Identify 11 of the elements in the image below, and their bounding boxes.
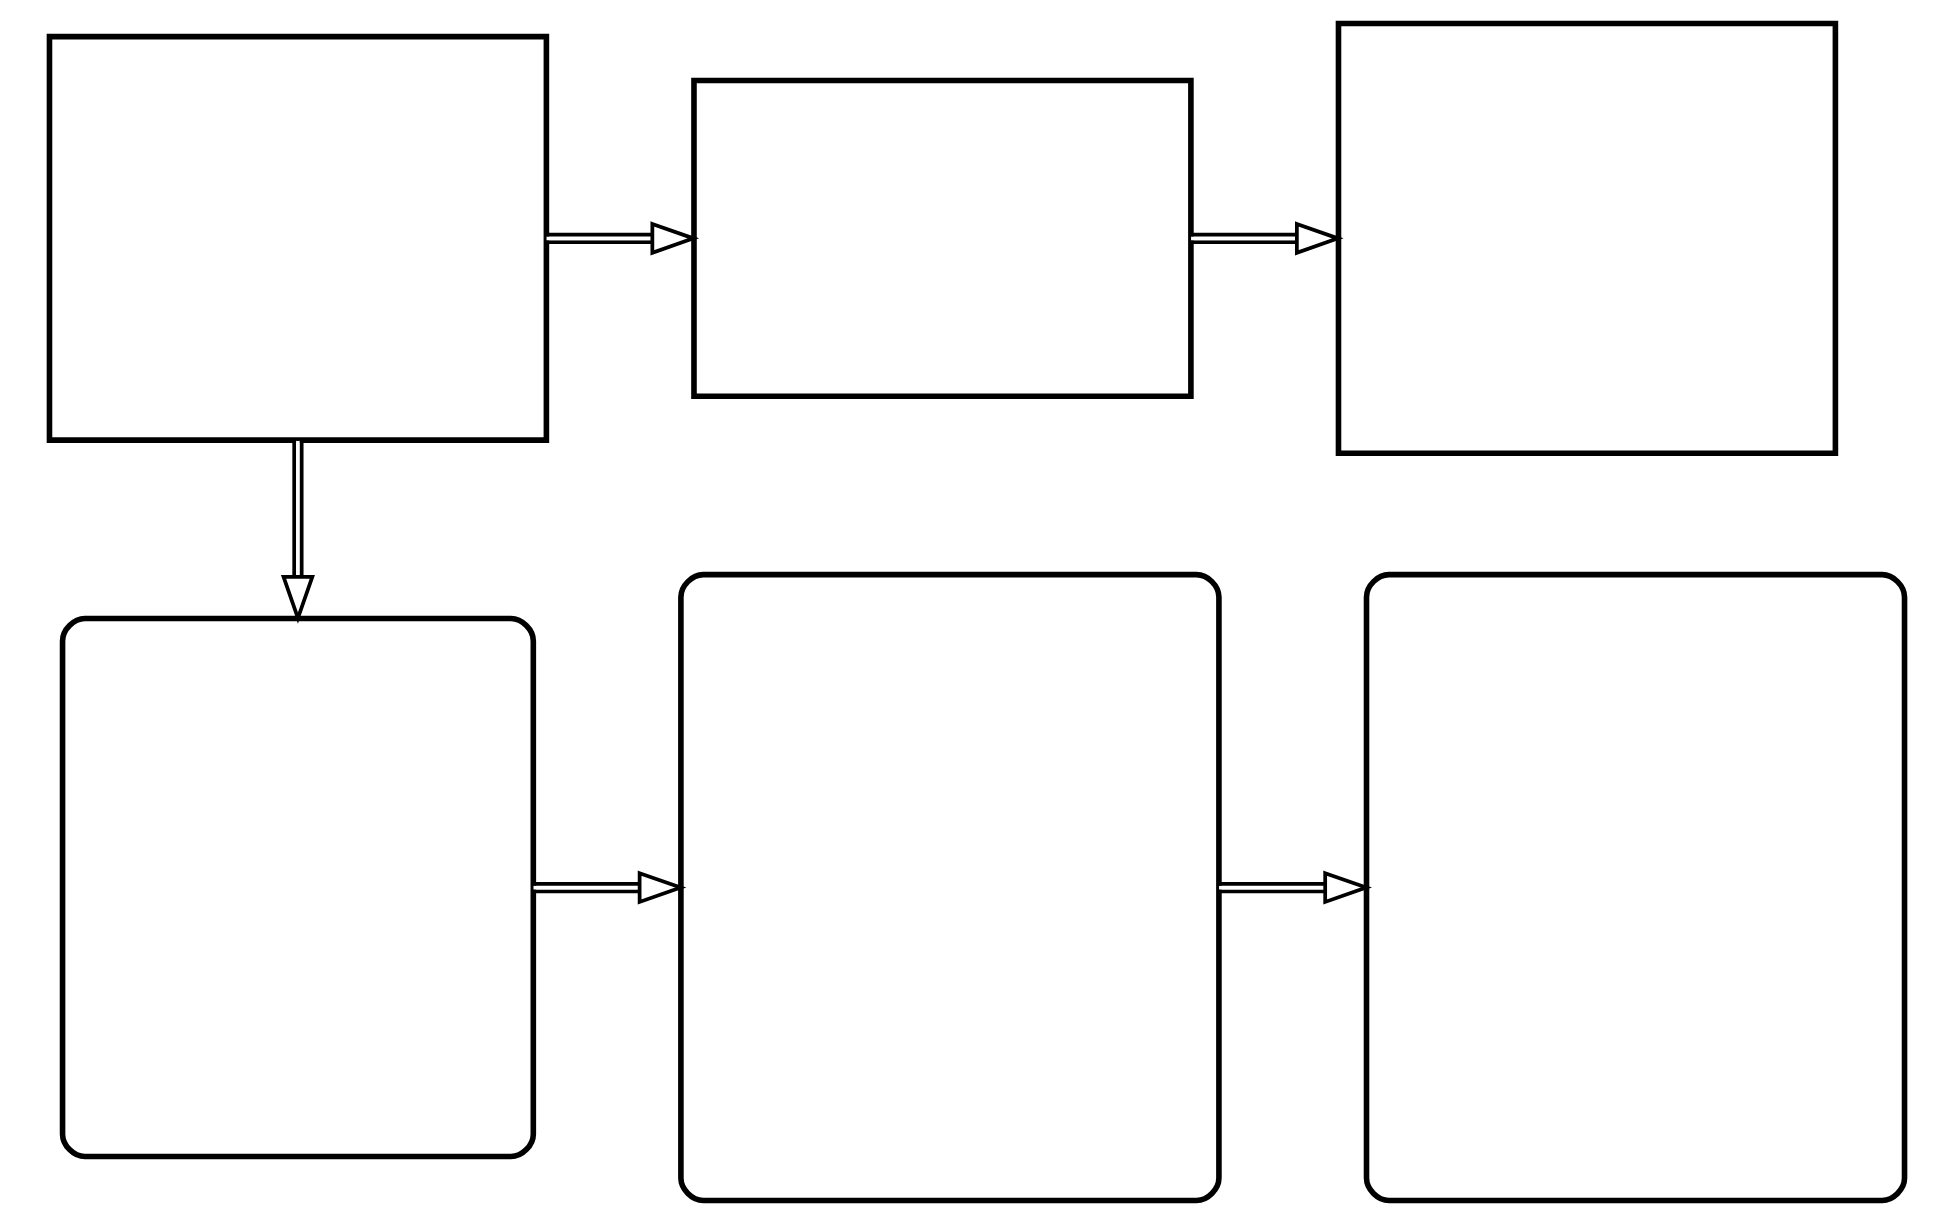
arrow [279,440,314,624]
arrow [1190,221,1343,256]
arrow [545,221,699,256]
node-box [690,77,1193,400]
arrow [532,870,686,905]
node-box [45,33,549,443]
node-box [1334,20,1838,456]
node-rounded [677,571,1221,1204]
node-rounded [58,615,536,1160]
arrow [1218,870,1371,905]
node-rounded [1362,571,1907,1204]
